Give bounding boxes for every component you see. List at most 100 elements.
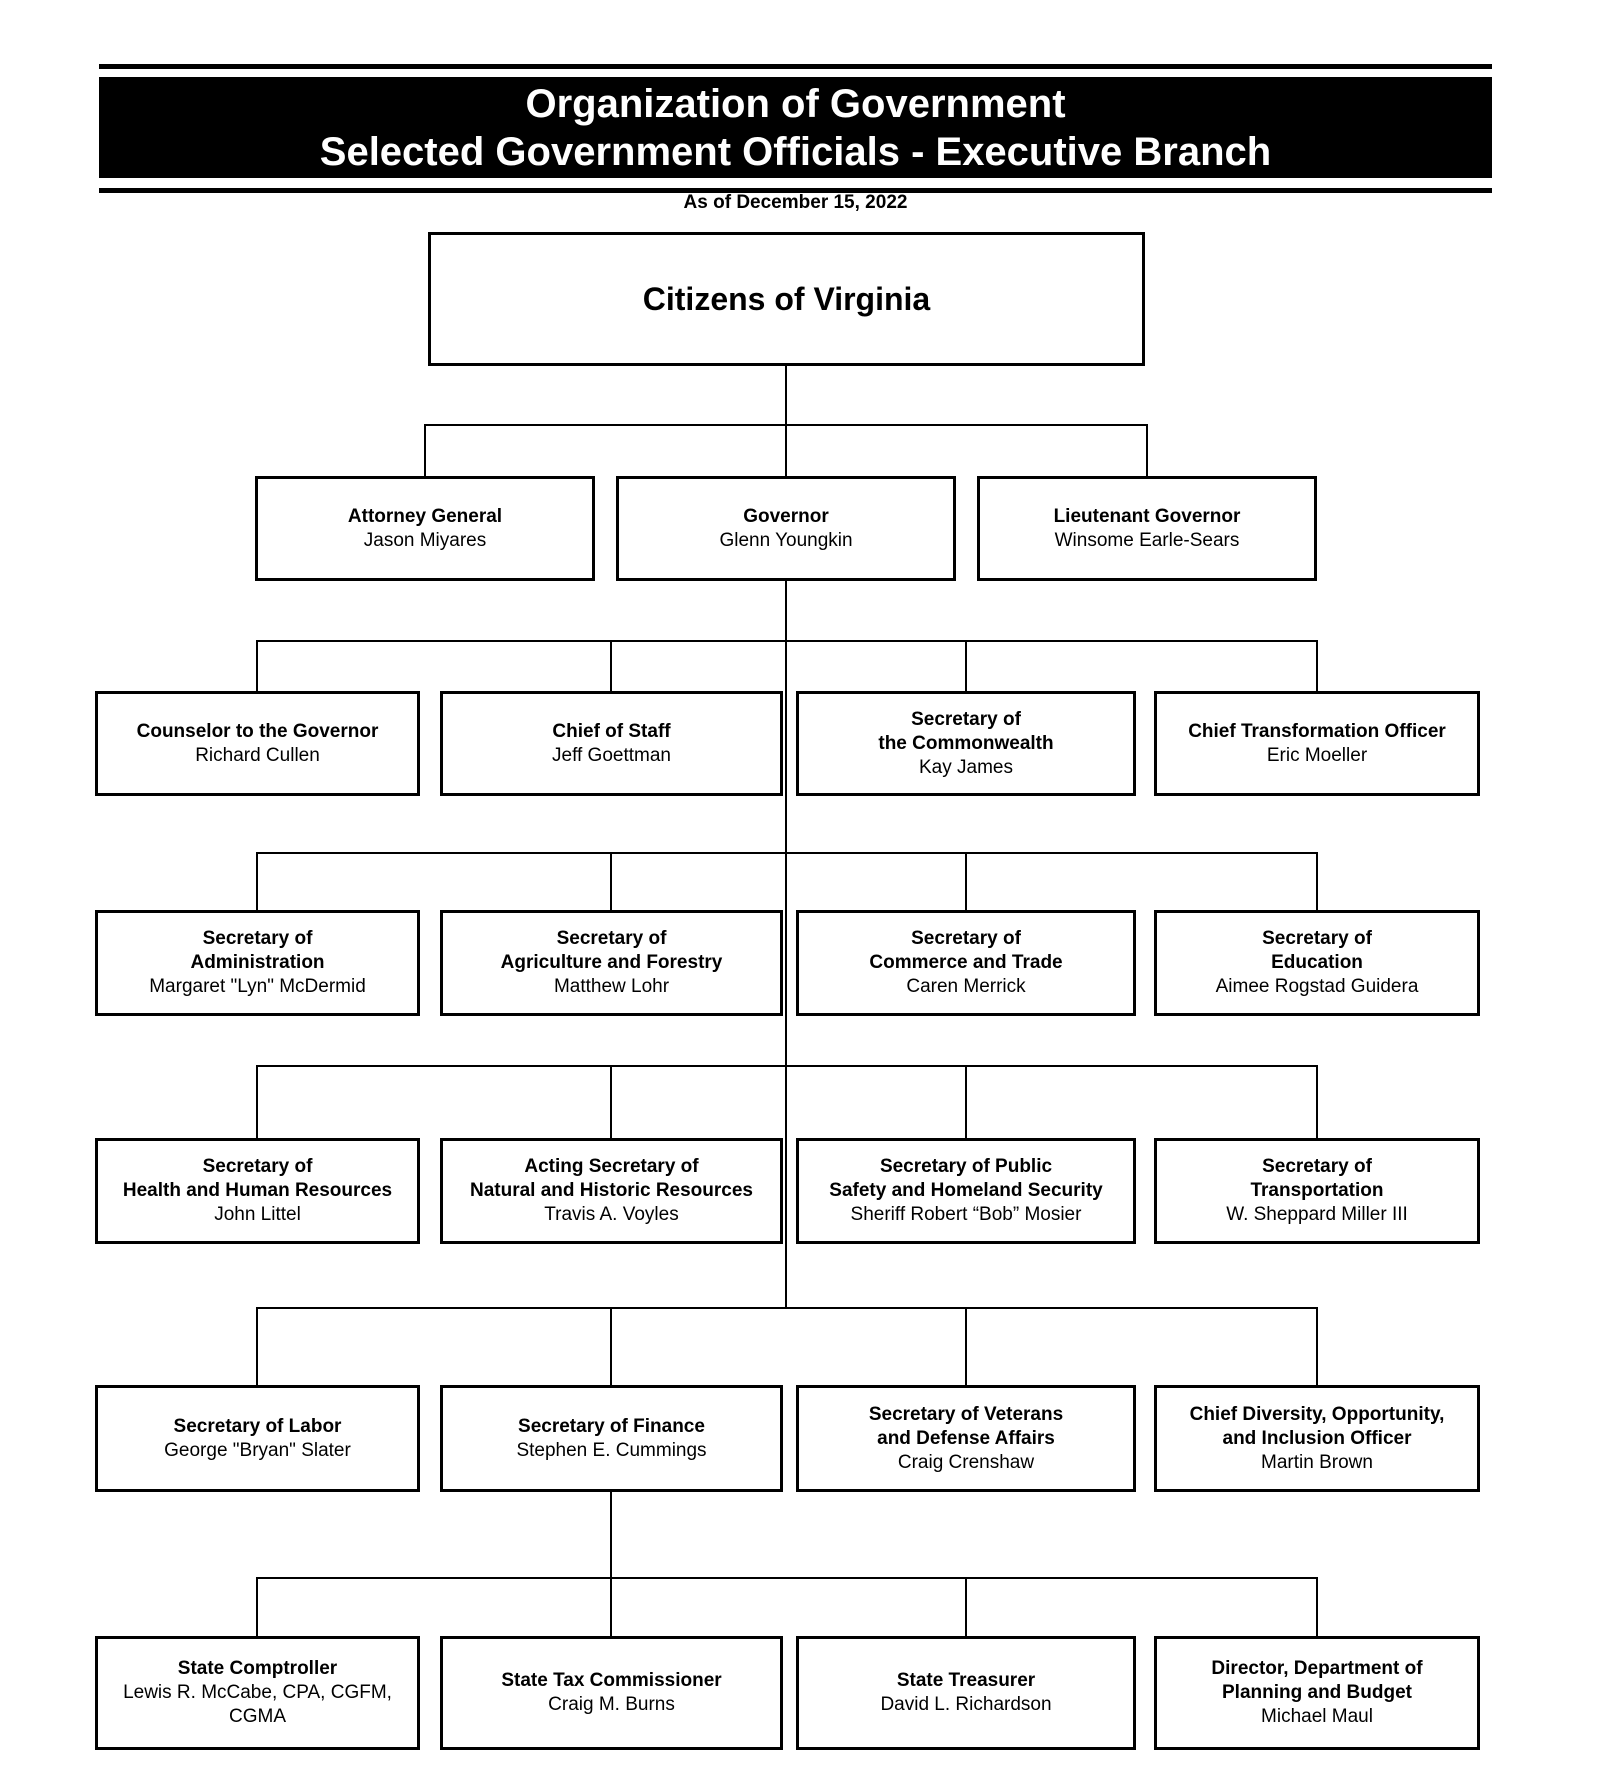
box-name-line: W. Sheppard Miller III (1226, 1204, 1408, 1225)
banner-bottom-rule (99, 188, 1492, 193)
box-title-line: Director, Department of (1211, 1658, 1423, 1679)
box-title-line: Secretary of Veterans (868, 1403, 1064, 1425)
connector-line (424, 424, 426, 477)
connector-line (965, 852, 967, 910)
box-title-line: State Comptroller (177, 1658, 338, 1679)
box-title-line: Secretary of (1262, 928, 1372, 949)
connector-line (256, 1577, 258, 1636)
box-name-line: Matthew Lohr (553, 976, 670, 997)
box-title-line: State Treasurer (896, 1670, 1036, 1691)
title-banner: Organization of Government Selected Gove… (99, 77, 1492, 178)
box-title-line: Secretary of Labor (173, 1415, 342, 1437)
box-name-line: Kay James (919, 756, 1013, 778)
box-title-line: Transportation (1250, 1180, 1384, 1201)
box-name-line: Eric Moeller (1266, 744, 1368, 766)
connector-line (965, 1307, 967, 1385)
box-title-line: Planning and Budget (1222, 1682, 1412, 1703)
box-name-line: Sheriff Robert “Bob” Mosier (850, 1204, 1082, 1225)
connector-line (256, 1307, 1318, 1309)
connector-line (785, 581, 787, 1309)
box-title-line: Chief Transformation Officer (1188, 720, 1446, 742)
box-title-line: Secretary of (202, 1156, 313, 1177)
box-name-line: Stephen E. Cummings (516, 1439, 707, 1461)
connector-line (256, 1065, 1318, 1067)
box-title-line: Secretary of (911, 928, 1021, 949)
box-name-line: David L. Richardson (880, 1694, 1052, 1715)
box-title-line: Citizens of Virginia (642, 281, 931, 317)
connector-line (610, 640, 612, 691)
connector-line (1316, 852, 1318, 910)
box-title-line: Attorney General (347, 505, 503, 527)
box-name-line: Martin Brown (1261, 1451, 1373, 1473)
box-name-line: Craig Crenshaw (897, 1451, 1035, 1473)
org-box-acting-secretary-of-natural-and-historic-resources: Acting Secretary of Natural and Historic … (440, 1138, 783, 1244)
box-name-line: Craig M. Burns (548, 1694, 675, 1715)
box-title-line: Secretary of (911, 708, 1021, 730)
box-name-line: Glenn Youngkin (719, 529, 853, 551)
box-title-line: Secretary of Finance (518, 1415, 705, 1437)
box-title-line: Health and Human Resources (122, 1180, 393, 1201)
box-title-line: Safety and Homeland Security (829, 1180, 1103, 1201)
box-name-line: Jason Miyares (363, 529, 487, 551)
box-name-line: Caren Merrick (906, 976, 1026, 997)
org-box-chief-diversity-opportunity-and-inclusion-officer: Chief Diversity, Opportunity,and Inclusi… (1154, 1385, 1480, 1492)
connector-line (256, 852, 258, 910)
box-title-line: and Inclusion Officer (1222, 1427, 1412, 1449)
box-title-line: Counselor to the Governor (136, 720, 379, 742)
banner-title-line2: Selected Government Officials - Executiv… (319, 129, 1272, 174)
connector-line (785, 366, 787, 426)
box-title-line: Natural and Historic Resources (470, 1180, 753, 1201)
connector-line (256, 1577, 1318, 1579)
box-title-line: Administration (190, 952, 325, 973)
as-of-date-label: As of December 15, 2022 (683, 192, 908, 213)
box-name-line: CGMA (229, 1706, 286, 1727)
connector-line (1316, 640, 1318, 691)
box-title-line: Acting Secretary of (524, 1156, 699, 1177)
banner-top-rule (99, 64, 1492, 69)
connector-line (610, 1492, 612, 1578)
connector-line (610, 1065, 612, 1138)
box-name-line: Travis A. Voyles (544, 1204, 679, 1225)
box-title-line: and Defense Affairs (877, 1427, 1055, 1449)
connector-line (610, 1577, 612, 1636)
box-title-line: Secretary of (556, 928, 667, 949)
connector-line (256, 640, 1318, 642)
org-box-citizens-of-virginia: Citizens of Virginia (428, 232, 1145, 366)
box-title-line: Agriculture and Forestry (500, 952, 723, 973)
connector-line (610, 852, 612, 910)
connector-line (965, 1577, 967, 1636)
connector-line (256, 852, 1318, 854)
box-title-line: Chief Diversity, Opportunity, (1189, 1403, 1445, 1425)
box-name-line: John Littel (214, 1204, 301, 1225)
connector-line (1316, 1307, 1318, 1385)
box-title-line: Commerce and Trade (869, 952, 1063, 973)
connector-line (256, 640, 258, 691)
box-title-line: Chief of Staff (552, 720, 671, 742)
connector-line (256, 1307, 258, 1385)
box-name-line: Aimee Rogstad Guidera (1215, 976, 1419, 997)
connector-line (1316, 1577, 1318, 1636)
box-title-line: Secretary of (202, 928, 313, 949)
box-title-line: State Tax Commissioner (501, 1670, 722, 1691)
connector-line (256, 1065, 258, 1138)
banner-title-line1: Organization of Government (525, 81, 1066, 126)
